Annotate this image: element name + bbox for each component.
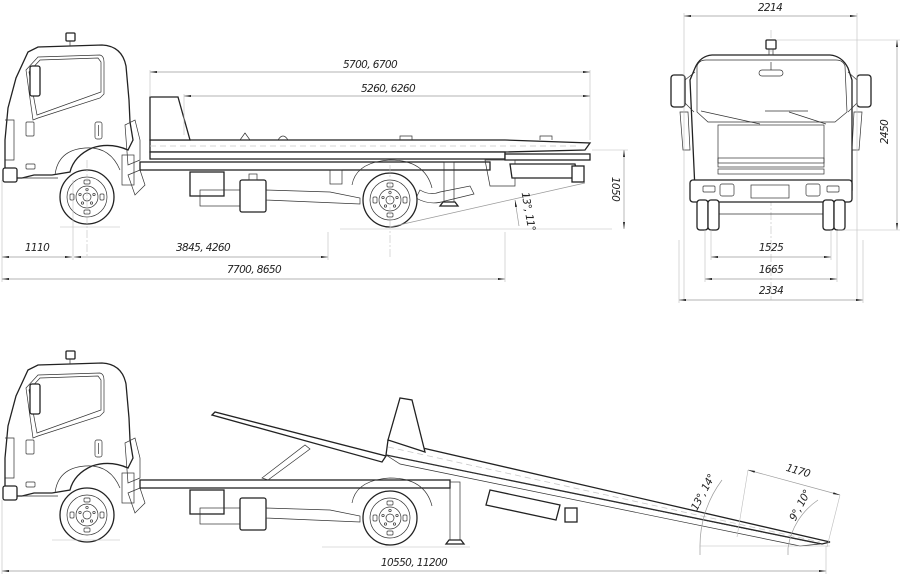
dim-platform-height: 1050 <box>609 177 621 202</box>
dim-wheelbase: 3845, 4260 <box>176 242 231 254</box>
dim-platform-length: 5700, 6700 <box>343 59 398 71</box>
dim-front-overhang: 1110 <box>25 242 50 254</box>
side-view-loading: 1170 13°, 14° 9°, 10° 10550, 11200 <box>1 350 841 574</box>
dim-ramp-tip-angle: 9°, 10° <box>787 488 813 523</box>
dim-overall-length-loading: 10550, 11200 <box>381 557 448 569</box>
dim-overall-height: 2450 <box>879 119 891 144</box>
windshield <box>696 59 848 123</box>
dim-cab-width: 2214 <box>758 2 782 14</box>
dim-platform-deck-length: 5260, 6260 <box>361 83 416 95</box>
headboard-loading <box>387 397 426 453</box>
cab-front <box>689 54 853 191</box>
dim-rear-track: 1665 <box>759 264 784 276</box>
dim-departure-angle: 13°, 11° <box>519 191 538 232</box>
front-view: 2214 2450 1525 1665 2334 <box>670 2 900 303</box>
tilted-platform <box>385 439 831 545</box>
dim-overall-length: 7700, 8650 <box>227 264 282 276</box>
cab-outline <box>2 32 146 196</box>
dim-overall-width: 2334 <box>759 285 783 297</box>
beacon <box>765 39 777 50</box>
rear-wheel-loading <box>362 490 418 546</box>
dim-front-track: 1525 <box>759 242 784 254</box>
chassis-frame-loading <box>139 479 451 489</box>
chassis-frame <box>139 161 491 171</box>
dim-ramp-tip-length: 1170 <box>784 462 812 480</box>
front-wheel-loading <box>59 487 115 543</box>
bumper <box>689 179 853 203</box>
mirror-left <box>670 74 686 108</box>
lifting-arm <box>210 411 388 463</box>
mirror-right <box>856 74 872 108</box>
headboard <box>149 96 191 141</box>
side-view-transport: 5700, 6700 5260, 6260 1110 3845, 4260 77… <box>1 32 628 282</box>
cab-outline-loading <box>2 350 146 514</box>
